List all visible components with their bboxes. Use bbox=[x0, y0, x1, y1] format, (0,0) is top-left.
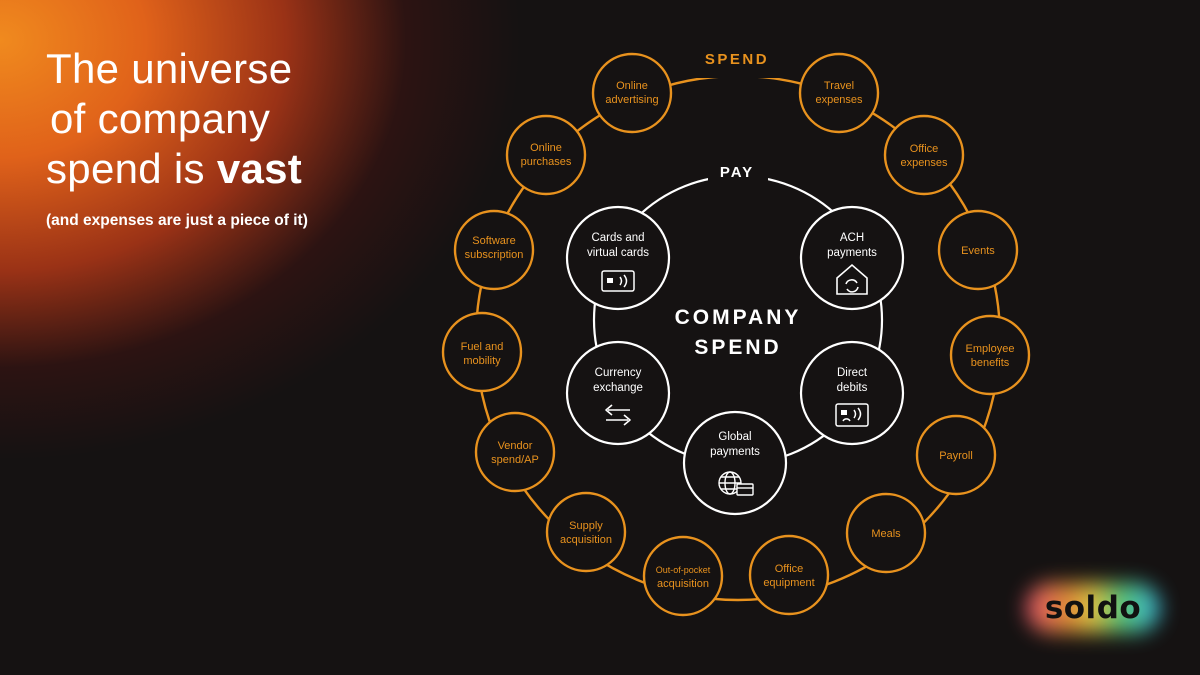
spend-node-label: Office bbox=[910, 143, 939, 155]
spend-node-circle bbox=[591, 52, 673, 134]
spend-node-label: Events bbox=[961, 245, 995, 257]
spend-node-label: Software bbox=[472, 235, 515, 247]
spend-node-circle bbox=[453, 209, 535, 291]
spend-node-circle bbox=[949, 314, 1031, 396]
pay-node-circle bbox=[799, 340, 905, 446]
spend-node-circle bbox=[798, 52, 880, 134]
spend-node-label: Employee bbox=[966, 343, 1015, 355]
spend-node-label: Vendor bbox=[498, 440, 533, 452]
pay-node-label: exchange bbox=[593, 382, 643, 394]
headline-line-3-plain: spend is bbox=[46, 145, 217, 192]
pay-node-label: virtual cards bbox=[587, 247, 649, 259]
spend-node-payroll: Payroll bbox=[915, 414, 997, 496]
soldo-logo: soldo bbox=[1026, 583, 1160, 633]
spend-node-label: purchases bbox=[521, 156, 572, 168]
pay-node-ach: ACH payments bbox=[799, 205, 905, 311]
pay-node-label: Direct bbox=[837, 367, 868, 379]
spend-node-vendor-spend: Vendor spend/AP bbox=[474, 411, 556, 493]
spend-node-circle bbox=[474, 411, 556, 493]
spend-node-label: spend/AP bbox=[491, 454, 539, 466]
spend-node-events: Events bbox=[937, 209, 1019, 291]
pay-node-label: Cards and bbox=[591, 232, 644, 244]
spend-label-gap bbox=[690, 64, 786, 78]
headline-line-1: The universe bbox=[46, 45, 293, 92]
spend-node-label: Office bbox=[775, 563, 804, 575]
spend-node-label: Online bbox=[530, 142, 562, 154]
pay-node-label: payments bbox=[827, 247, 877, 259]
spend-node-label: Meals bbox=[871, 528, 901, 540]
spend-node-circle bbox=[883, 114, 965, 196]
pay-label-gap bbox=[708, 168, 768, 184]
spend-node-label: advertising bbox=[605, 94, 658, 106]
spend-node-out-of-pocket: Out-of-pocket acquisition bbox=[642, 535, 724, 617]
pay-node-label: Currency bbox=[595, 367, 642, 379]
spend-node-label: Supply bbox=[569, 520, 603, 532]
spend-node-label: acquisition bbox=[560, 534, 612, 546]
spend-node-circle bbox=[937, 209, 1019, 291]
exchange-arrows-icon bbox=[605, 404, 631, 426]
headline: The universe of company spend is vast bbox=[46, 44, 302, 194]
spend-node-circle bbox=[545, 491, 627, 573]
pay-node-label: payments bbox=[710, 446, 760, 458]
spend-ring-label: SPEND bbox=[705, 51, 769, 68]
spend-node-label: Payroll bbox=[939, 450, 973, 462]
pay-node-global-payments: Global payments bbox=[682, 410, 788, 516]
spend-node-label: expenses bbox=[815, 94, 863, 106]
pay-node-circle bbox=[682, 410, 788, 516]
pay-node-cards: Cards and virtual cards bbox=[565, 205, 671, 311]
spend-node-online-purchases: Online purchases bbox=[505, 114, 587, 196]
spend-node-supply-acquisition: Supply acquisition bbox=[545, 491, 627, 573]
logo-glow bbox=[1026, 583, 1160, 633]
pay-node-circle bbox=[565, 340, 671, 446]
pay-ring-label: PAY bbox=[720, 164, 754, 181]
headline-subtitle: (and expenses are just a piece of it) bbox=[46, 212, 308, 229]
pay-node-currency-exchange: Currency exchange bbox=[565, 340, 671, 446]
spend-node-label: acquisition bbox=[657, 578, 709, 590]
direct-debit-icon bbox=[835, 403, 869, 427]
spend-node-travel-expenses: Travel expenses bbox=[798, 52, 880, 134]
headline-line-3: spend is vast bbox=[46, 144, 302, 194]
headline-emphasis: vast bbox=[216, 145, 303, 192]
spend-node-label: equipment bbox=[763, 577, 814, 589]
spend-node-label: expenses bbox=[900, 157, 948, 169]
spend-node-label: Fuel and bbox=[461, 341, 504, 353]
spend-node-online-advertising: Online advertising bbox=[591, 52, 673, 134]
pay-node-label: debits bbox=[837, 382, 868, 394]
spend-node-office-equipment: Office equipment bbox=[748, 534, 830, 616]
center-label-line-2: SPEND bbox=[694, 336, 781, 359]
pay-node-label: ACH bbox=[840, 232, 864, 244]
spend-node-fuel-mobility: Fuel and mobility bbox=[441, 311, 523, 393]
spend-node-meals: Meals bbox=[845, 492, 927, 574]
spend-node-circle bbox=[845, 492, 927, 574]
spend-node-label: subscription bbox=[465, 249, 524, 261]
headline-line-2: of company bbox=[50, 95, 271, 142]
spend-node-label: benefits bbox=[971, 357, 1010, 369]
spend-node-circle bbox=[642, 535, 724, 617]
logo-text: soldo bbox=[1044, 590, 1142, 626]
spend-node-office-expenses: Office expenses bbox=[883, 114, 965, 196]
pay-node-circle bbox=[799, 205, 905, 311]
spend-node-employee-benefits: Employee benefits bbox=[949, 314, 1031, 396]
spend-node-label: Out-of-pocket bbox=[656, 565, 711, 575]
spend-node-software-subscription: Software subscription bbox=[453, 209, 535, 291]
pay-node-label: Global bbox=[718, 431, 751, 443]
spend-node-circle bbox=[505, 114, 587, 196]
spend-node-label: Online bbox=[616, 80, 648, 92]
spend-node-circle bbox=[915, 414, 997, 496]
pay-node-circle bbox=[565, 205, 671, 311]
spend-node-circle bbox=[748, 534, 830, 616]
spend-node-label: mobility bbox=[463, 355, 501, 367]
spend-node-label: Travel bbox=[824, 80, 854, 92]
card-contactless-icon bbox=[601, 270, 635, 292]
pay-node-direct-debits: Direct debits bbox=[799, 340, 905, 446]
spend-node-circle bbox=[441, 311, 523, 393]
bank-house-icon bbox=[836, 263, 868, 295]
globe-card-icon bbox=[718, 471, 754, 496]
center-label-line-1: COMPANY bbox=[675, 306, 802, 329]
